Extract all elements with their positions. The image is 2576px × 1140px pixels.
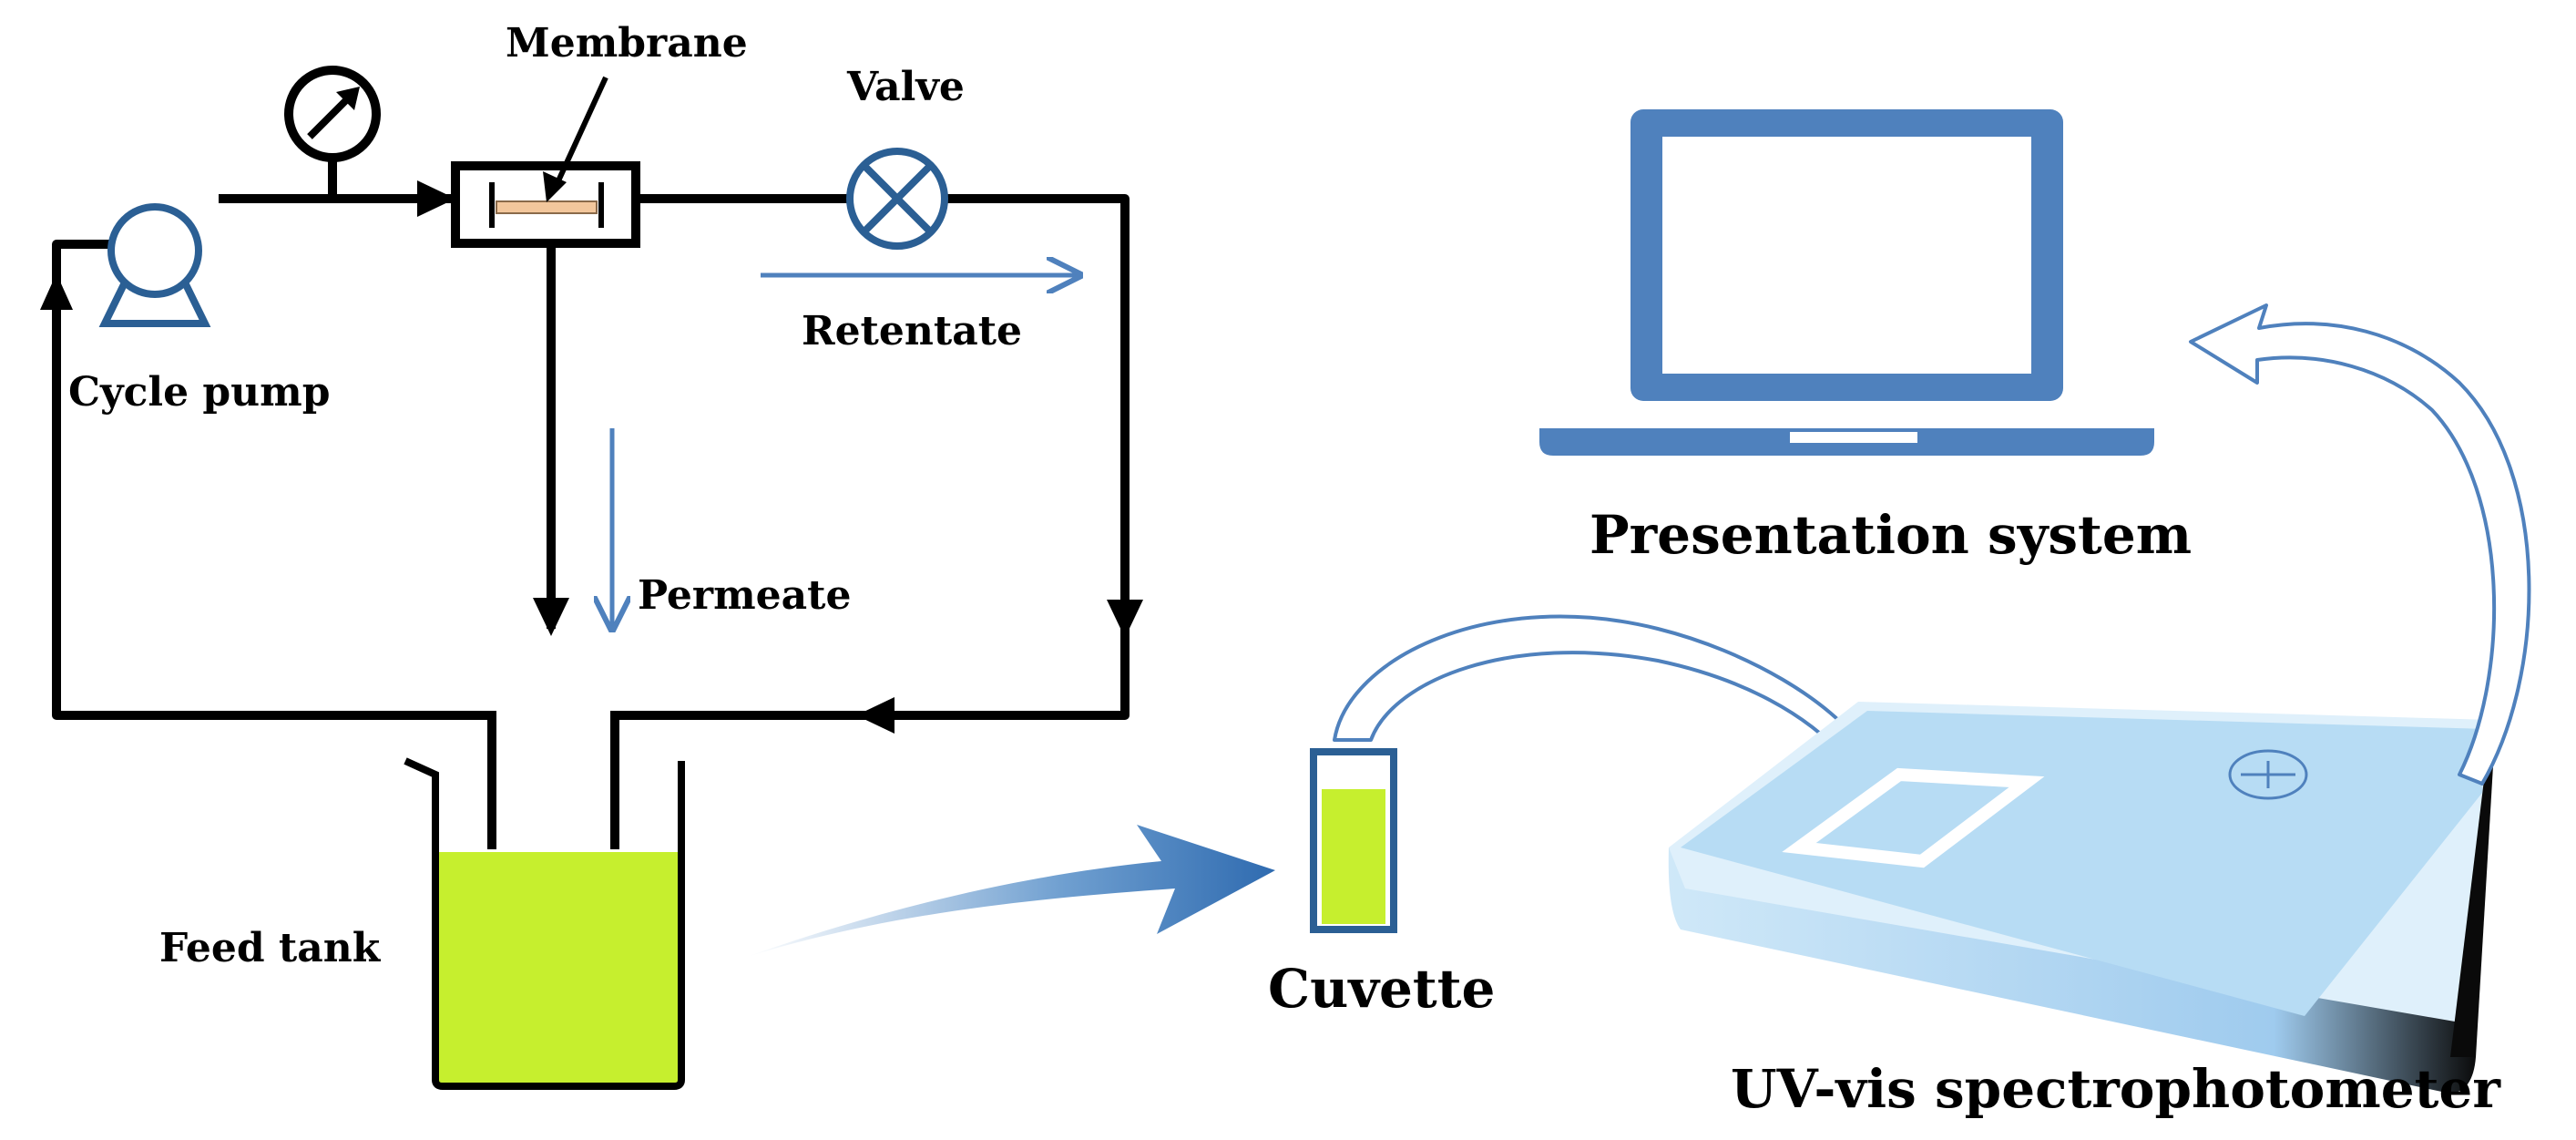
pressure-gauge-icon <box>284 66 381 199</box>
cuvette-icon <box>1310 748 1397 933</box>
uv-vis-label: UV-vis spectrophotometer <box>1731 1058 2501 1120</box>
flow-arrows <box>40 180 1143 734</box>
retentate-label: Retentate <box>802 308 1022 354</box>
feed-tank-label: Feed tank <box>159 925 382 971</box>
valve-label: Valve <box>846 64 965 110</box>
membrane-label: Membrane <box>506 20 748 67</box>
presentation-system-label: Presentation system <box>1590 504 2192 566</box>
valve-icon <box>846 148 948 250</box>
pipe-loop <box>52 194 1130 761</box>
membrane-module <box>451 76 640 248</box>
cuvette-label: Cuvette <box>1268 958 1495 1020</box>
permeate-label: Permeate <box>638 572 851 619</box>
laptop-icon <box>1539 109 2154 456</box>
beaker-icon <box>404 711 685 1090</box>
spectro-to-laptop-arrow <box>2189 303 2531 786</box>
transfer-arrow <box>747 825 1275 957</box>
pump-icon <box>98 203 211 327</box>
cycle-pump-label: Cycle pump <box>68 369 330 416</box>
spectrophotometer-icon <box>1668 702 2496 1094</box>
